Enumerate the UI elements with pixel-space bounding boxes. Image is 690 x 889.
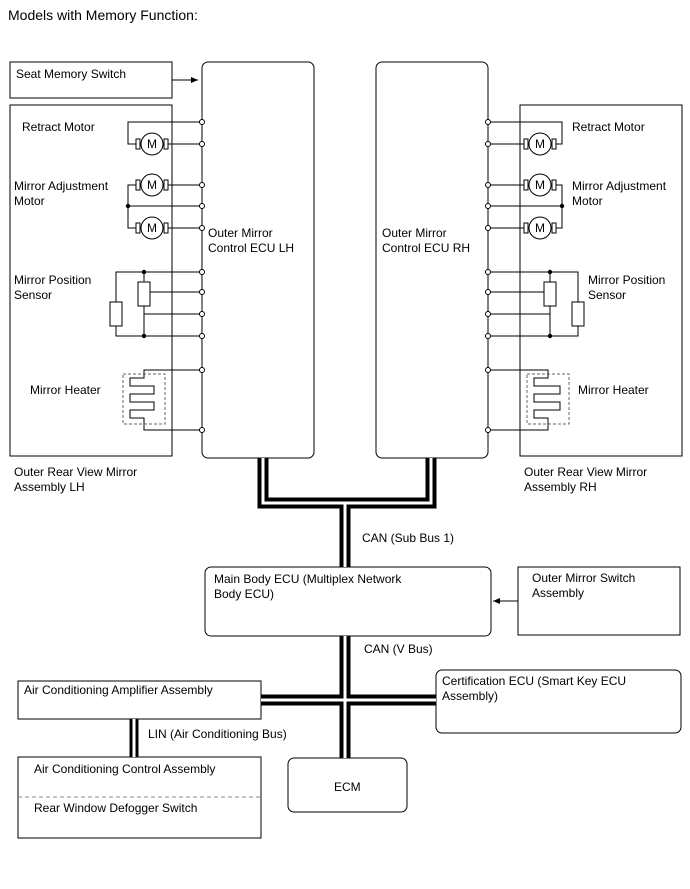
rh-assembly-label: Outer Rear View Mirror Assembly RH: [524, 465, 648, 494]
lh-position-sensor-resistor-1: [137, 281, 151, 307]
rh-retract-motor-label: Retract Motor: [572, 120, 645, 134]
certification-ecu-label: Certification ECU (Smart Key ECU Assembl…: [442, 674, 627, 703]
motor-symbol: M: [535, 137, 545, 151]
rh-mirror-heater-label: Mirror Heater: [578, 383, 649, 397]
ac-amplifier-label: Air Conditioning Amplifier Assembly: [24, 683, 213, 697]
lin-bus-label: LIN (Air Conditioning Bus): [148, 727, 287, 741]
ac-control-label: Air Conditioning Control Assembly: [34, 762, 216, 776]
lh-position-sensor-resistor-2: [109, 301, 123, 327]
rh-ecu-label: Outer Mirror Control ECU RH: [382, 226, 471, 255]
motor-symbol: M: [535, 178, 545, 192]
rh-mirror-position-sensor-label: Mirror Position Sensor: [588, 273, 666, 302]
lh-ecu-label: Outer Mirror Control ECU LH: [208, 226, 295, 255]
rh-retract-motor-icon: [523, 132, 557, 156]
rh-position-sensor-resistor-2: [571, 301, 585, 327]
lh-assembly-label: Outer Rear View Mirror Assembly LH: [14, 465, 138, 494]
rh-mirror-adjustment-motor-label: Mirror Adjustment Motor: [572, 179, 667, 208]
motor-symbol: M: [535, 221, 545, 235]
can-sub-bus-label: CAN (Sub Bus 1): [362, 531, 455, 545]
motor-symbol: M: [147, 137, 157, 151]
lh-mirror-heater-icon: [122, 373, 166, 425]
rh-ecu-box: [375, 61, 489, 459]
ecm-label: ECM: [334, 780, 361, 794]
rh-mirror-heater-icon: [526, 373, 570, 425]
page-title: Models with Memory Function:: [8, 7, 198, 23]
rh-adjustment-motor-2-icon: [523, 216, 557, 240]
lh-adjustment-motor-1-icon: [135, 173, 169, 197]
seat-memory-switch-label: Seat Memory Switch: [16, 67, 127, 81]
lh-mirror-adjustment-motor-label: Mirror Adjustment Motor: [14, 179, 109, 208]
motor-symbol: M: [147, 221, 157, 235]
lh-retract-motor-label: Retract Motor: [22, 120, 95, 134]
main-body-ecu-label: Main Body ECU (Multiplex Network Body EC…: [214, 572, 402, 601]
rh-adjustment-motor-1-icon: [523, 173, 557, 197]
can-v-bus-label: CAN (V Bus): [364, 642, 433, 656]
lh-adjustment-motor-2-icon: [135, 216, 169, 240]
rh-position-sensor-resistor-1: [543, 281, 557, 307]
rear-window-defogger-label: Rear Window Defogger Switch: [34, 801, 198, 815]
lh-mirror-heater-label: Mirror Heater: [30, 383, 101, 397]
lh-retract-motor-icon: [135, 132, 169, 156]
motor-symbol: M: [147, 178, 157, 192]
lh-mirror-position-sensor-label: Mirror Position Sensor: [14, 273, 92, 302]
lh-mirror-assembly-box: [9, 104, 173, 457]
outer-mirror-switch-label: Outer Mirror Switch Assembly: [532, 571, 636, 600]
rh-mirror-assembly-box: [519, 104, 683, 457]
lh-ecu-box: [201, 61, 315, 459]
